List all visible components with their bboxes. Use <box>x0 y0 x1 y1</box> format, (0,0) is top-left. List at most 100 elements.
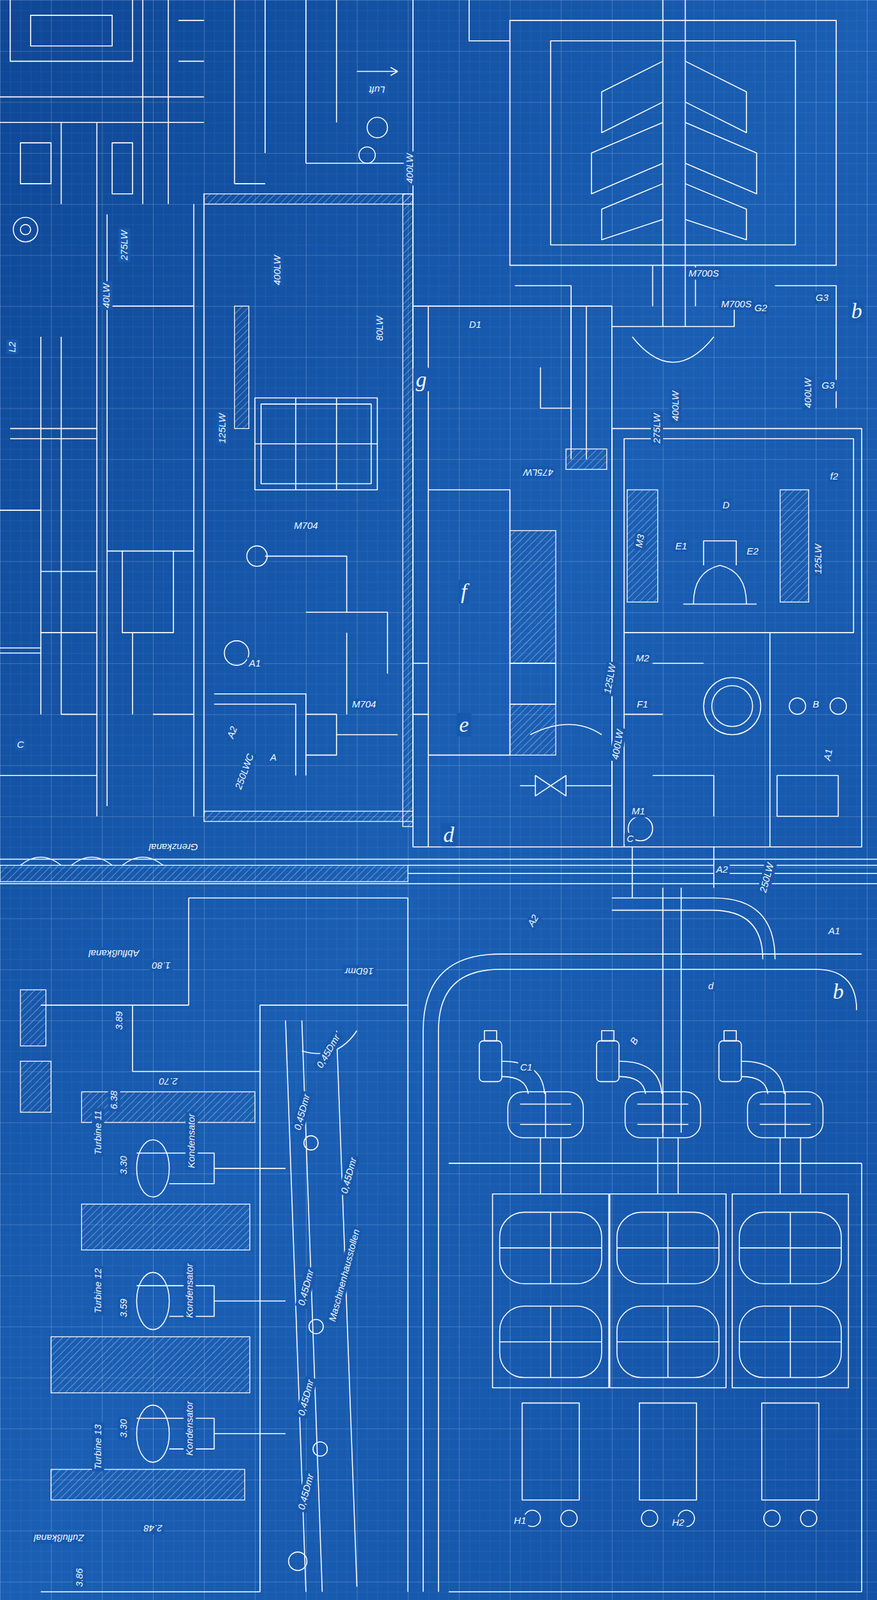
part-label: 6.38 <box>108 1088 121 1111</box>
piping <box>611 846 776 959</box>
part-label: A2 <box>524 910 543 930</box>
piping <box>0 285 837 776</box>
part-label: M1 <box>629 805 648 818</box>
block <box>20 1061 52 1113</box>
machine-block <box>0 0 205 205</box>
pump <box>224 640 249 666</box>
pump-unit <box>479 1030 609 1527</box>
part-label: M704 <box>291 519 321 532</box>
part-label: 400LW <box>801 375 814 410</box>
part-label: Maschinenhausstollen <box>326 1225 364 1325</box>
part-label: A2 <box>224 723 241 742</box>
part-label: 125LW <box>811 542 824 577</box>
piping <box>214 556 399 776</box>
part-label: Abflußkanal <box>87 946 142 959</box>
valve-wheel <box>830 697 847 715</box>
part-label: 3.30 <box>117 1153 130 1176</box>
turbine-base <box>51 1469 246 1500</box>
window-grid <box>254 398 378 490</box>
turbine-base <box>81 1204 250 1251</box>
turbine-casing <box>412 0 837 327</box>
condenser <box>136 1271 169 1329</box>
part-label: M2 <box>633 652 652 665</box>
wall <box>204 811 414 822</box>
pump-unit <box>718 1030 849 1527</box>
part-label: Turbine 11 <box>92 1108 105 1157</box>
part-label: 0,45Dmr <box>337 1154 360 1197</box>
floor-band <box>0 865 408 883</box>
part-label: 250LWC <box>232 750 258 793</box>
pump <box>247 546 268 567</box>
valve <box>519 724 612 797</box>
part-label: 475LW <box>521 466 556 479</box>
part-label: Kondensator <box>185 1111 198 1170</box>
part-label: 400LW <box>609 727 627 763</box>
part-label: H1 <box>512 1513 529 1527</box>
block <box>627 489 659 602</box>
part-label: 0,45Dmr <box>290 1090 313 1134</box>
part-label: 0,45Dmr <box>313 1029 344 1071</box>
part-label: A <box>268 750 279 764</box>
part-label: 400LW <box>403 151 417 186</box>
pipe-fitting <box>288 1551 308 1571</box>
block <box>780 489 810 602</box>
main-pipe <box>423 953 862 1592</box>
part-label: M3 <box>633 531 648 551</box>
part-label: G3 <box>813 291 831 305</box>
pump-unit <box>596 1030 726 1527</box>
piping <box>234 0 408 184</box>
part-label: 400LW <box>271 253 284 288</box>
part-label: 0,45Dmr <box>295 1266 317 1309</box>
part-label: 3.30 <box>117 1417 130 1440</box>
part-label: 125LW <box>216 411 229 446</box>
part-label: d <box>706 979 716 992</box>
part-label: B <box>626 1033 643 1048</box>
condenser <box>136 1139 169 1197</box>
part-label: Kondensator <box>183 1399 196 1458</box>
pipe-fitting <box>304 1135 319 1150</box>
middle-bay <box>412 305 612 847</box>
part-label: C <box>624 832 636 845</box>
part-label: A2 <box>714 863 730 876</box>
zone-letter: b <box>830 979 847 1004</box>
flow-arrow <box>357 67 399 76</box>
part-label: H2 <box>670 1516 687 1529</box>
part-label: A1 <box>820 746 835 764</box>
part-label: 0,45Dmr <box>295 1376 317 1419</box>
part-label: E2 <box>744 544 760 557</box>
block <box>777 775 839 817</box>
part-label: M704 <box>350 697 379 710</box>
zone-letter: b <box>848 298 865 323</box>
steam-pipes <box>285 1020 358 1593</box>
part-label: 400LW <box>668 389 682 424</box>
part-label: 275LW <box>651 411 664 446</box>
turbine-base <box>51 1336 251 1393</box>
part-label: 80LW <box>373 314 386 344</box>
part-label: G3 <box>820 379 837 392</box>
right-room <box>611 428 862 847</box>
part-label: f2 <box>828 470 841 483</box>
part-label: A1 <box>247 657 263 670</box>
zone-letter: f <box>458 579 470 604</box>
pipe-fitting <box>366 117 388 138</box>
part-label: Luft <box>367 83 388 97</box>
part-label: M700S <box>718 298 754 311</box>
condenser-piping <box>136 1152 286 1449</box>
column <box>234 305 249 429</box>
tank <box>703 677 761 735</box>
part-label: F1 <box>635 697 651 710</box>
zone-letter: e <box>456 712 472 737</box>
riser-pipe <box>662 887 682 1134</box>
part-label: 40LW <box>99 281 113 311</box>
part-label: 2.70 <box>156 1075 180 1088</box>
part-label: 275LW <box>118 227 131 262</box>
gauge <box>20 224 31 235</box>
part-label: 1.80 <box>149 958 173 972</box>
pipe-fitting <box>313 1441 328 1456</box>
